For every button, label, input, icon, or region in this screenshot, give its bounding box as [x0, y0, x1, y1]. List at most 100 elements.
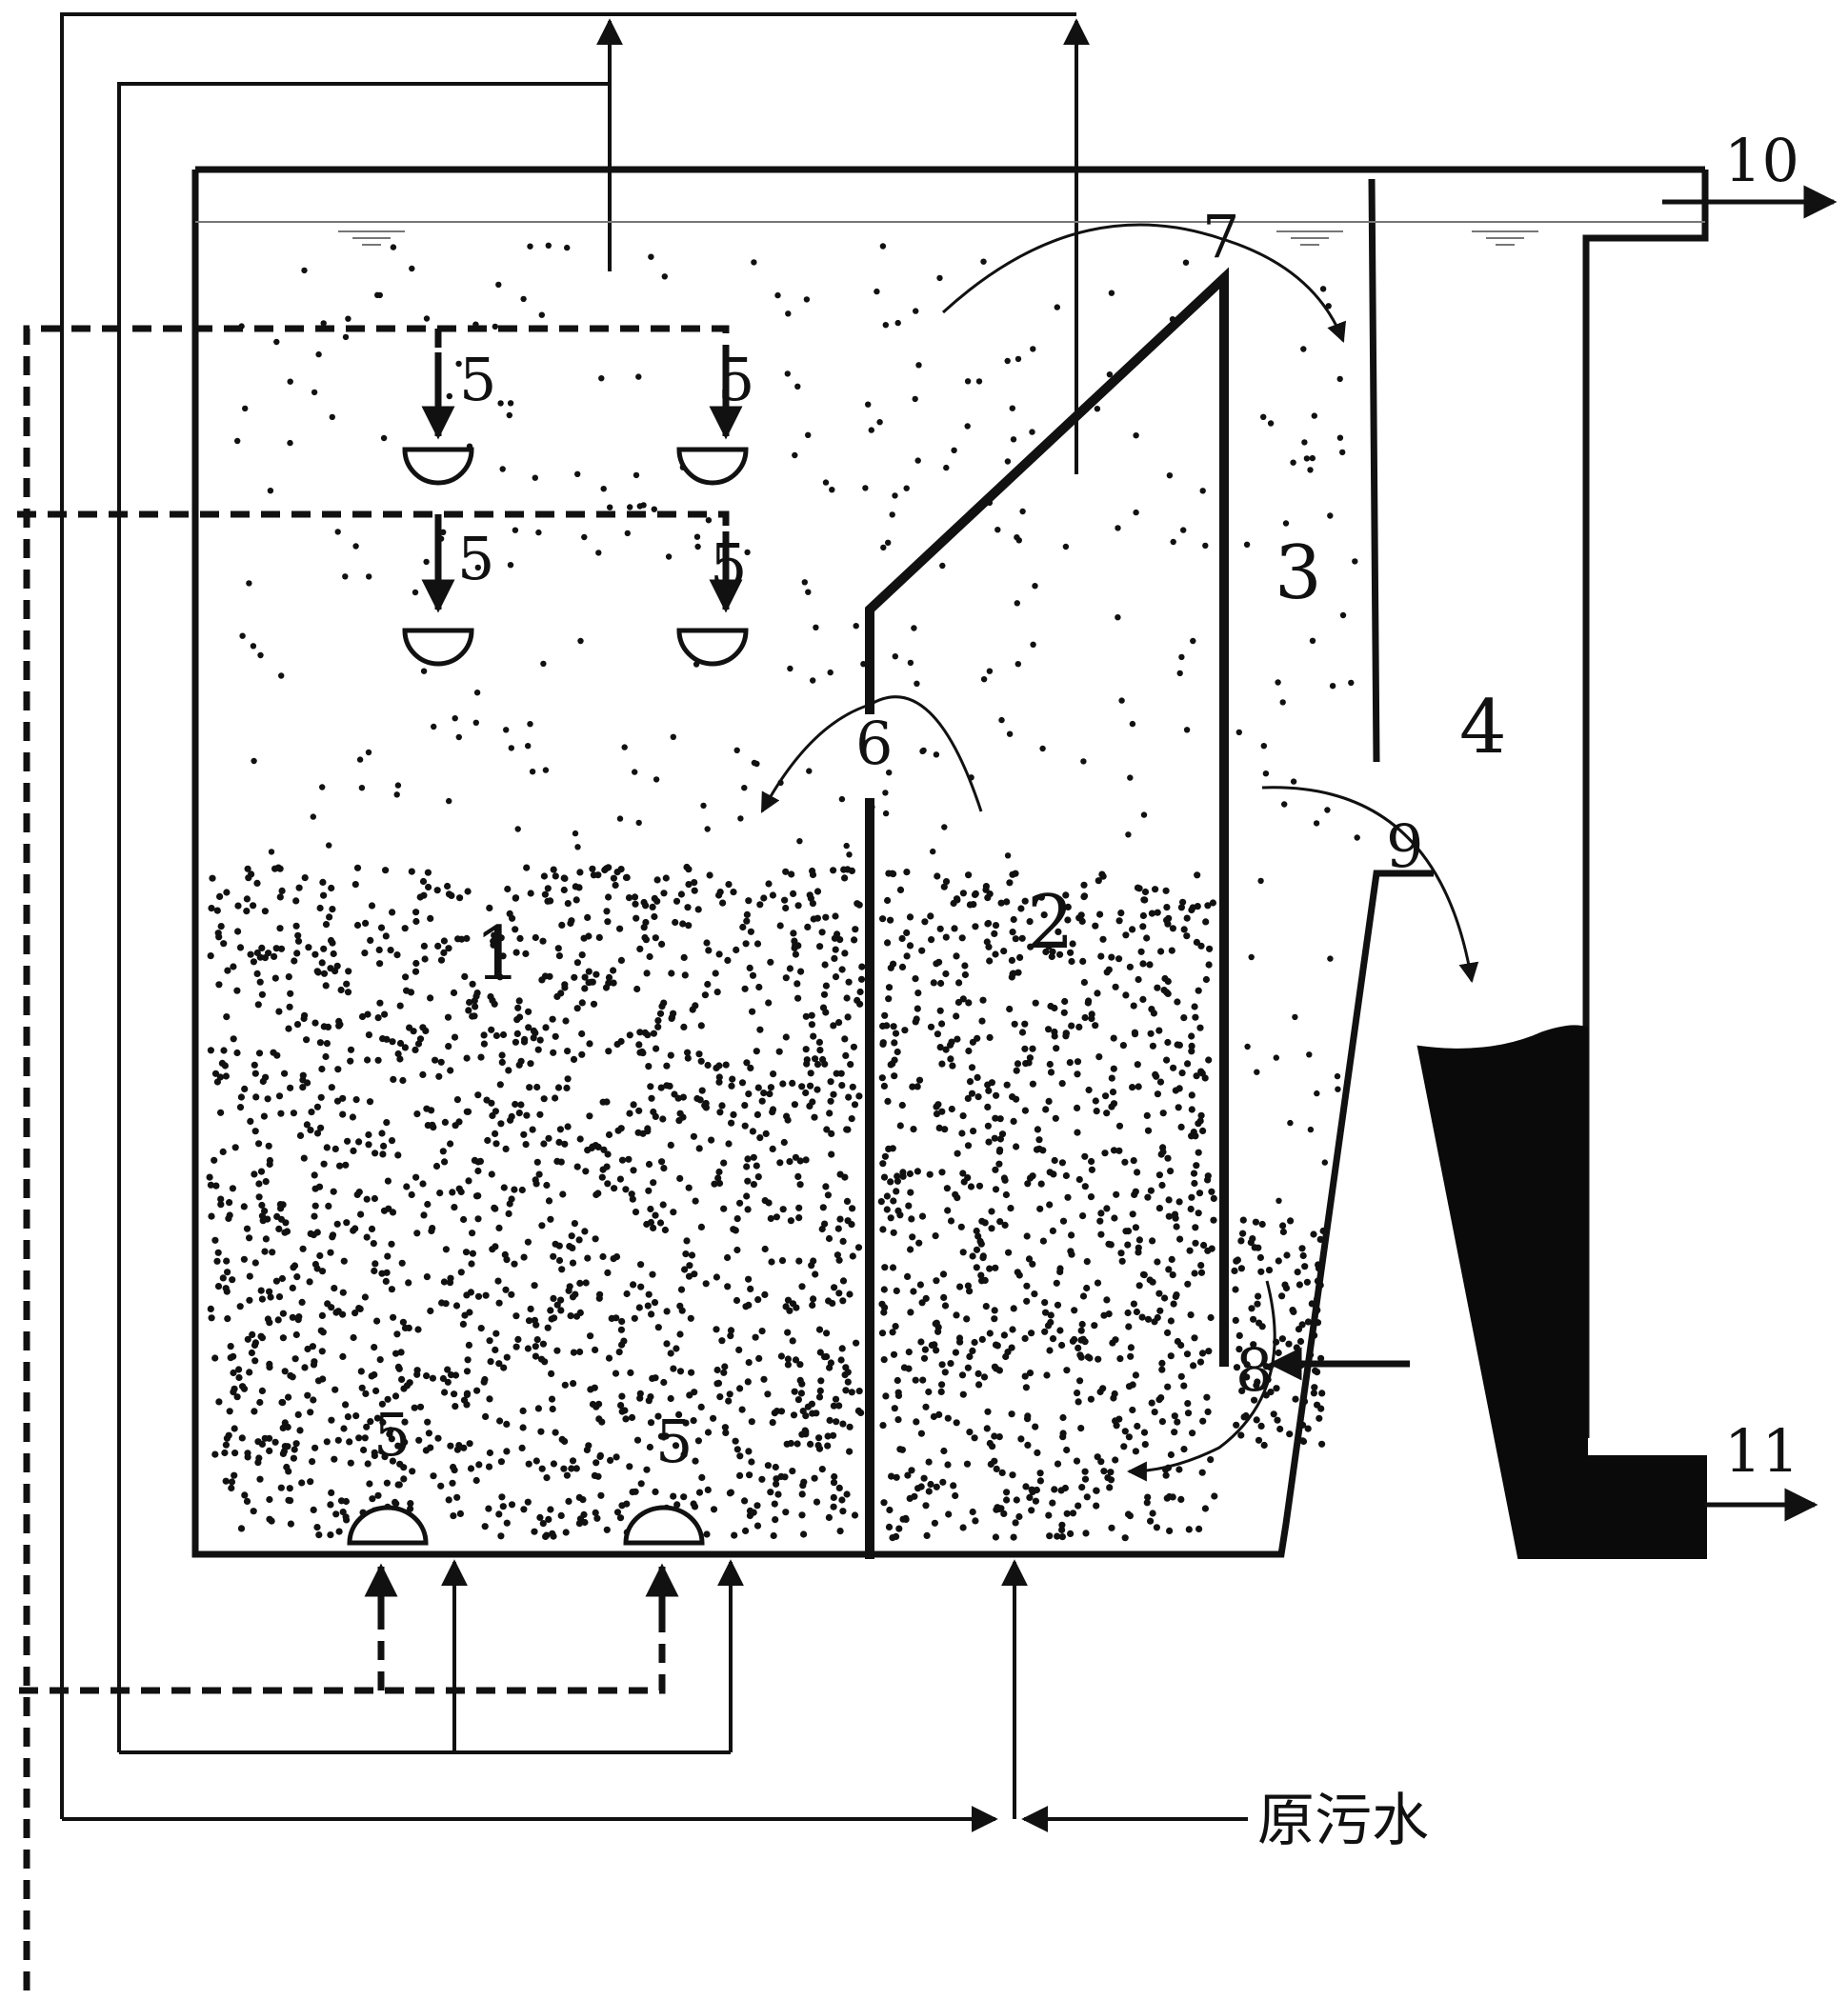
- biomass-dot: [1180, 1446, 1188, 1453]
- biomass-dot: [1026, 918, 1034, 926]
- biomass-dot: [1129, 1210, 1136, 1218]
- biomass-dot: [978, 1017, 986, 1025]
- biomass-dot: [663, 1340, 671, 1348]
- biomass-dot: [977, 1271, 985, 1279]
- biomass-dot: [337, 1497, 346, 1505]
- biomass-dot: [981, 1219, 989, 1227]
- biomass-dot: [807, 1070, 814, 1077]
- biomass-dot: [885, 995, 893, 1003]
- biomass-dot: [1146, 961, 1154, 969]
- biomass-dot: [1063, 1367, 1071, 1374]
- biomass-dot: [512, 1312, 520, 1320]
- biomass-dot: [243, 908, 251, 915]
- biomass-dot: [488, 1170, 495, 1178]
- biomass-dot: [501, 1250, 509, 1258]
- biomass-dot: [468, 1260, 475, 1268]
- biomass-dot: [437, 1058, 445, 1066]
- biomass-dot: [743, 1163, 751, 1170]
- biomass-dot: [715, 1062, 723, 1070]
- biomass-dot: [1250, 1315, 1257, 1323]
- biomass-dot: [1170, 1300, 1177, 1308]
- biomass-dot: [394, 1442, 402, 1450]
- biomass-dot: [1329, 683, 1336, 690]
- biomass-dot: [272, 1277, 280, 1285]
- biomass-dot: [894, 1048, 901, 1056]
- label-flow-8: 8: [1235, 1335, 1273, 1405]
- biomass-dot: [745, 1275, 753, 1283]
- biomass-dot: [1094, 1453, 1101, 1461]
- biomass-dot: [1149, 1237, 1156, 1245]
- biomass-dot: [880, 1286, 888, 1293]
- biomass-dot: [245, 874, 252, 882]
- biomass-dot: [1047, 1069, 1055, 1076]
- biomass-dot: [1054, 1301, 1062, 1309]
- biomass-dot: [782, 974, 790, 982]
- biomass-dot: [1092, 1022, 1099, 1030]
- biomass-dot: [464, 1108, 472, 1115]
- biomass-dot: [343, 1516, 351, 1524]
- biomass-dot: [974, 1093, 982, 1101]
- biomass-dot: [852, 926, 859, 933]
- biomass-dot: [697, 1022, 705, 1030]
- biomass-dot: [573, 1005, 581, 1012]
- biomass-dot: [1196, 1358, 1205, 1366]
- biomass-dot: [427, 1307, 434, 1315]
- biomass-dot: [383, 1479, 391, 1487]
- biomass-dot: [484, 1136, 492, 1145]
- biomass-dot: [906, 942, 914, 950]
- biomass-dot: [278, 672, 285, 679]
- biomass-dot: [1058, 1341, 1066, 1350]
- biomass-dot: [753, 1110, 762, 1118]
- biomass-dot: [275, 1225, 283, 1232]
- biomass-dot: [1235, 729, 1243, 736]
- biomass-dot: [793, 980, 801, 988]
- biomass-dot: [1148, 1006, 1155, 1013]
- biomass-dot: [936, 1007, 944, 1014]
- biomass-dot: [677, 890, 686, 898]
- biomass-dot: [233, 1393, 241, 1401]
- biomass-dot: [837, 1356, 845, 1364]
- biomass-dot: [965, 999, 973, 1007]
- biomass-dot: [289, 1284, 296, 1291]
- biomass-dot: [353, 864, 362, 871]
- biomass-dot: [733, 1296, 741, 1305]
- biomass-dot: [994, 527, 1001, 533]
- biomass-dot: [693, 533, 701, 540]
- biomass-dot: [793, 1304, 800, 1311]
- biomass-dot: [713, 989, 721, 996]
- biomass-dot: [967, 1183, 975, 1190]
- biomass-dot: [964, 1364, 973, 1371]
- biomass-dot: [293, 1021, 302, 1029]
- biomass-dot: [745, 1090, 753, 1098]
- biomass-dot: [272, 945, 280, 952]
- biomass-dot: [979, 1254, 987, 1262]
- biomass-dot: [755, 983, 763, 991]
- biomass-dot: [1182, 259, 1190, 266]
- biomass-dot: [1035, 1145, 1043, 1152]
- biomass-dot: [497, 1120, 505, 1128]
- biomass-dot: [705, 947, 713, 954]
- biomass-dot: [885, 1523, 894, 1530]
- biomass-dot: [805, 589, 812, 595]
- biomass-dot: [654, 1324, 662, 1331]
- biomass-dot: [285, 1393, 292, 1401]
- biomass-dot: [381, 1010, 389, 1018]
- biomass-dot: [618, 1156, 627, 1164]
- biomass-dot: [415, 1436, 423, 1444]
- biomass-dot: [1237, 1237, 1245, 1245]
- biomass-dot: [538, 311, 545, 318]
- biomass-dot: [821, 1220, 829, 1228]
- biomass-dot: [230, 1389, 237, 1396]
- biomass-dot: [1115, 1122, 1124, 1130]
- biomass-dot: [964, 423, 971, 430]
- biomass-dot: [1167, 1317, 1175, 1325]
- biomass-dot: [352, 543, 359, 550]
- biomass-dot: [536, 1513, 544, 1521]
- biomass-dot: [1294, 1269, 1301, 1276]
- biomass-dot: [894, 319, 901, 327]
- biomass-dot: [1195, 987, 1202, 994]
- biomass-dot: [730, 889, 737, 896]
- biomass-dot: [529, 1126, 536, 1133]
- biomass-dot: [383, 1119, 391, 1127]
- biomass-dot: [890, 1350, 898, 1358]
